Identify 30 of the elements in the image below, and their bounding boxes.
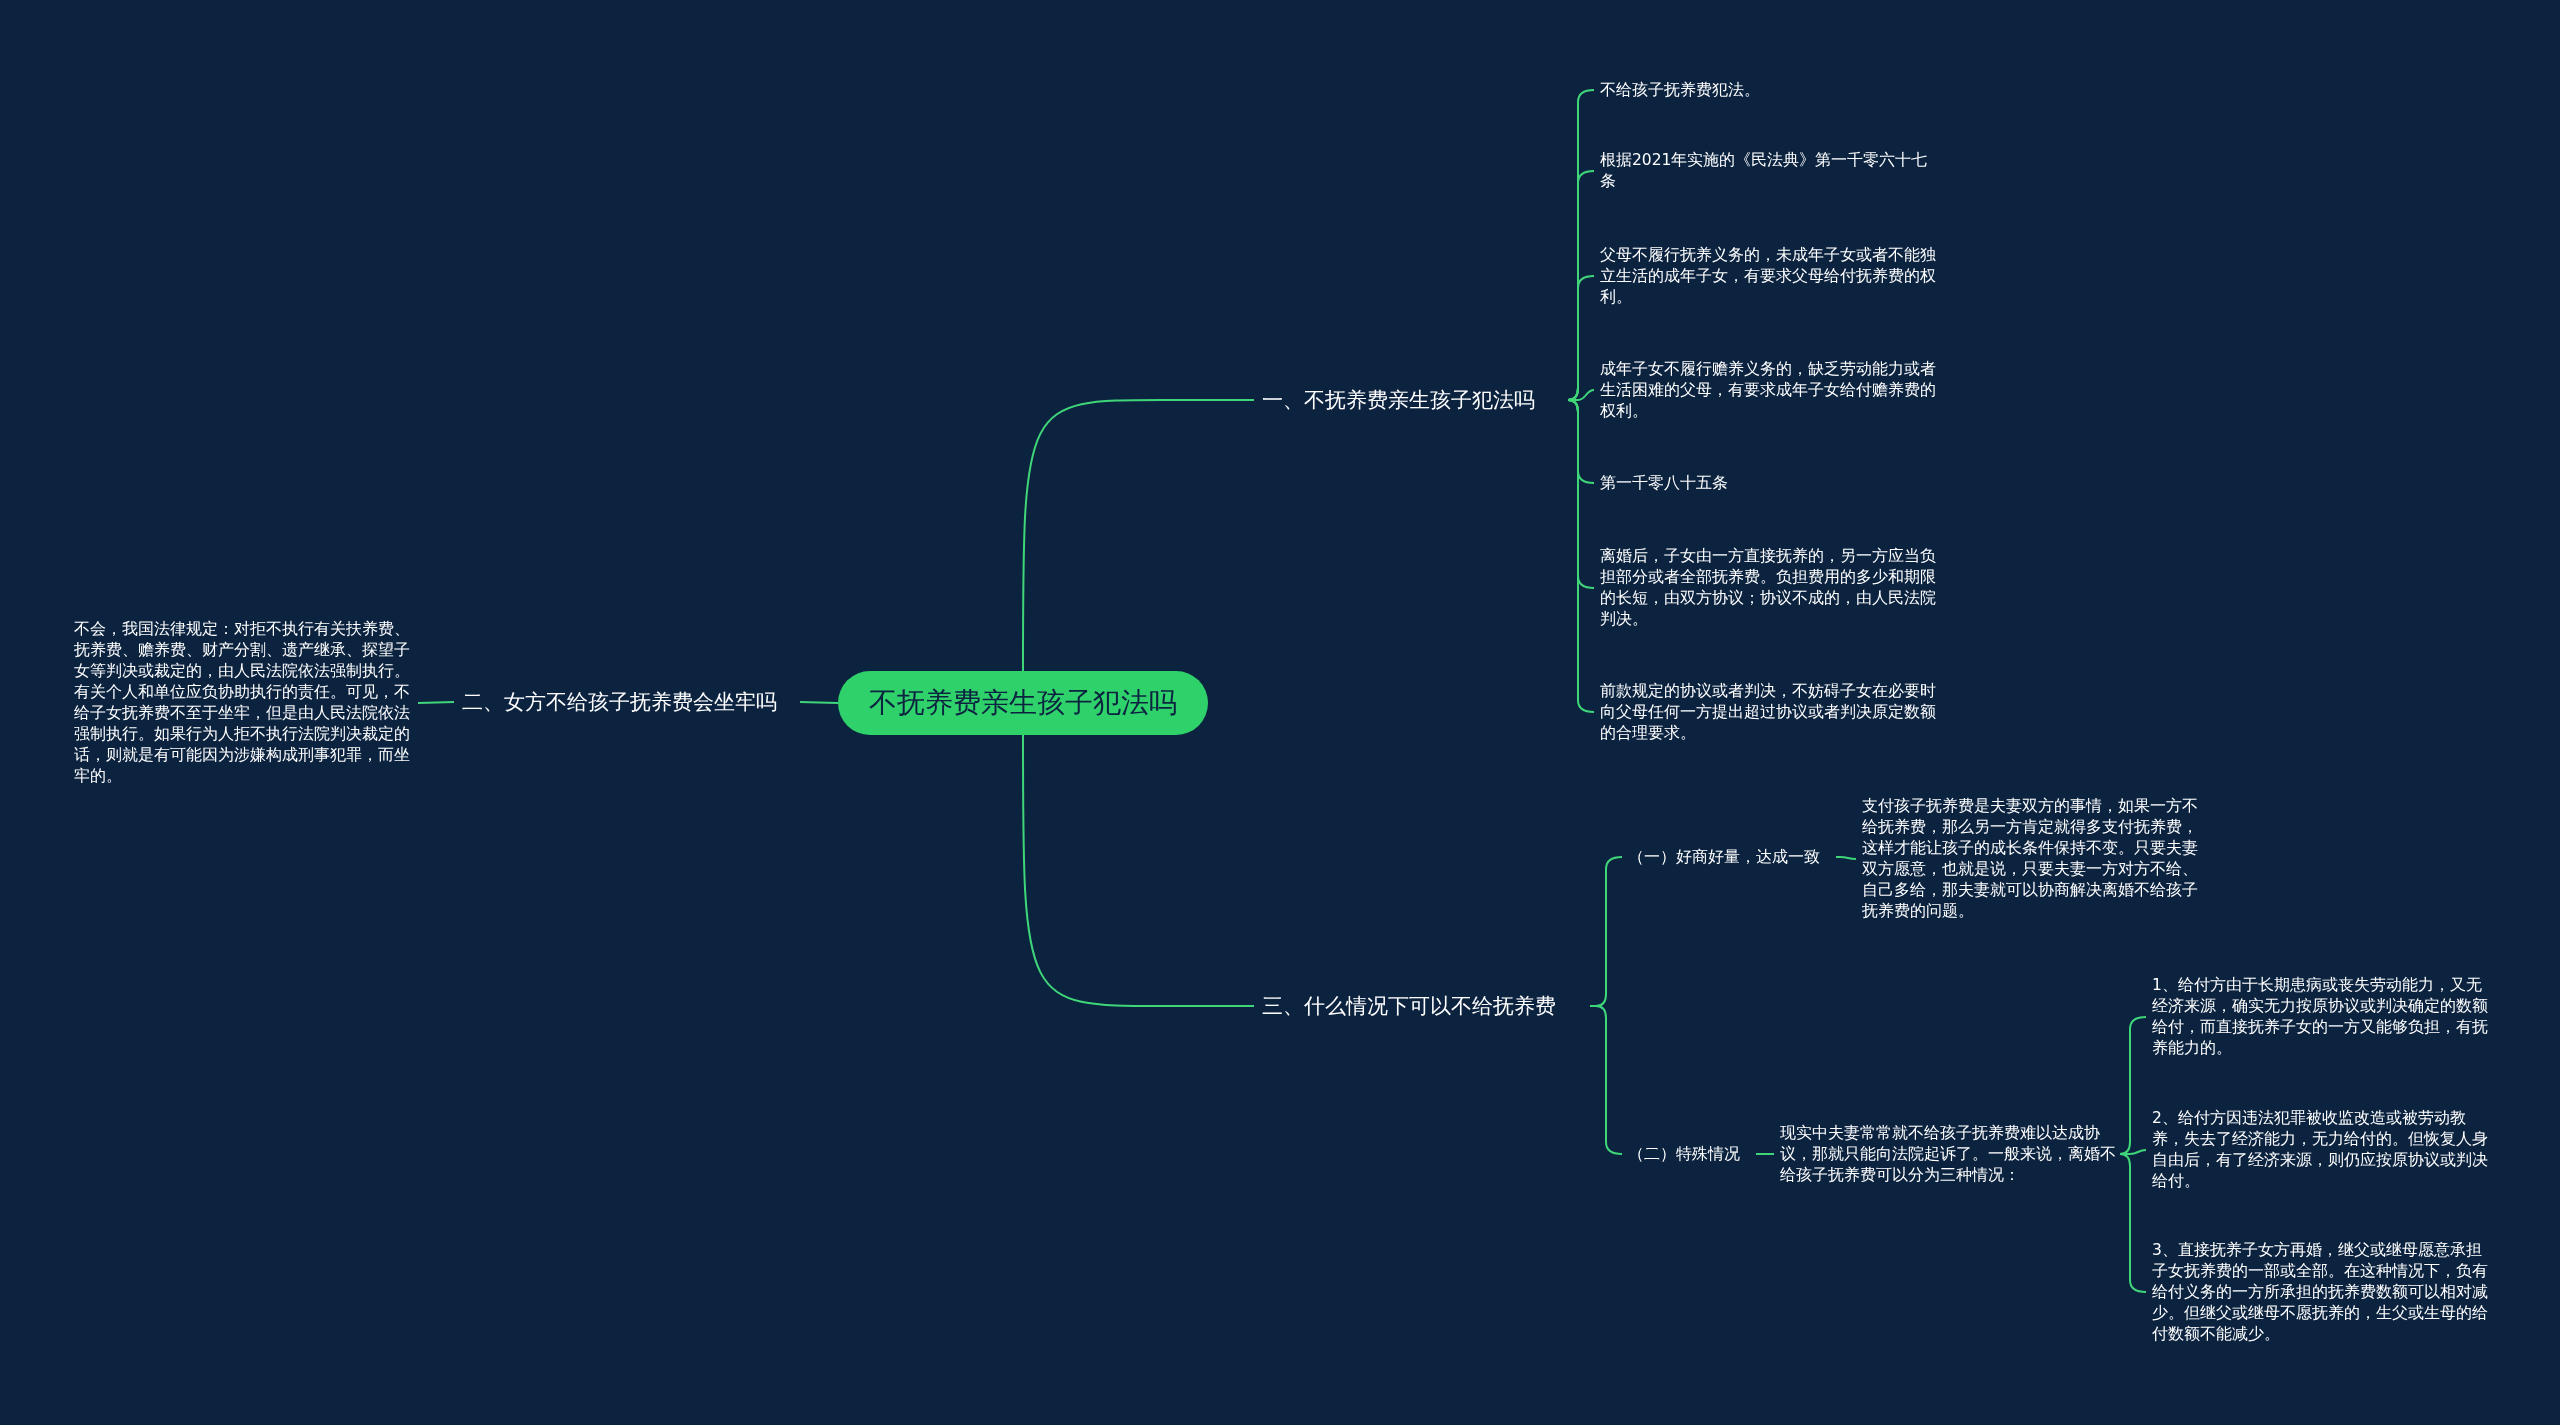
central-topic: 不抚养费亲生孩子犯法吗 (838, 671, 1208, 735)
branch-line (2119, 1153, 2147, 1293)
branch-line (2127, 1149, 2147, 1155)
branch-line (1755, 1153, 1775, 1155)
branch-line (1835, 856, 1857, 860)
subtopic: （一）好商好量，达成一致 (1628, 845, 1828, 869)
branch-line (799, 701, 839, 704)
note-text: 成年子女不履行赡养义务的，缺乏劳动能力或者生活困难的父母，有要求成年子女给付赡养费的权利。 (1600, 358, 1940, 422)
branch-line (1567, 399, 1595, 713)
branch-line (1022, 399, 1255, 672)
note-text: 第一千零八十五条 (1600, 472, 1940, 494)
note-text: 父母不履行抚养义务的，未成年子女或者不能独立生活的成年子女，有要求父母给付抚养费的权利。 (1600, 244, 1940, 308)
note-text: 2、给付方因违法犯罪被收监改造或被劳动教养，失去了经济能力，无力给付的。但恢复人身自由后，有了经济来源，则仍应按原协议或判决给付。 (2152, 1108, 2492, 1192)
note-text: 1、给付方由于长期患病或丧失劳动能力，又无经济来源，确实无力按原协议或判决确定的数额给付，而直接抚养子女的一方又能够负担，有抚养能力的。 (2152, 975, 2492, 1059)
note-text: 不会，我国法律规定：对拒不执行有关扶养费、抚养费、赡养费、财产分割、遗产继承、探望子女等判决或裁定的，由人民法院依法强制执行。有关个人和单位应负协助执行的责任。可见，不给子女抚养费不至于坐牢，但是由人民法院依法强制执行。如果行为人拒不执行法院判决裁定的话，则就是有可能因为涉嫌构成刑事犯罪，而坐牢的。 (74, 619, 410, 787)
note-text: 现实中夫妻常常就不给孩子抚养费难以达成协议，那就只能向法院起诉了。一般来说，离婚不给孩子抚养费可以分为三种情况： (1780, 1122, 2120, 1186)
note-text: 3、直接抚养子女方再婚，继父或继母愿意承担子女抚养费的一部或全部。在这种情况下，负有给付义务的一方所承担的抚养费数额可以相对减少。但继父或继母不愿抚养的，生父或生母的给付数额不能减少。 (2152, 1239, 2492, 1345)
branch-line (1589, 1005, 1623, 1155)
note-text: 支付孩子抚养费是夫妻双方的事情，如果一方不给抚养费，那么另一方肯定就得多支付抚养费，这样才能让孩子的成长条件保持不变。只要夫妻双方愿意，也就是说，只要夫妻一方对方不给、自己多给，那夫妻就可以协商解决离婚不给孩子抚养费的问题。 (1862, 796, 2200, 922)
subtopic: （二）特殊情况 (1628, 1142, 1748, 1166)
branch-line (417, 701, 455, 704)
note-text: 不给孩子抚养费犯法。 (1600, 79, 1940, 101)
note-text: 离婚后，子女由一方直接抚养的，另一方应当负担部分或者全部抚养费。负担费用的多少和期限的长短，由双方协议；协议不成的，由人民法院判决。 (1600, 546, 1940, 630)
branch-line (1569, 389, 1595, 401)
branch-line (1022, 734, 1255, 1007)
branch-topic: 一、不抚养费亲生孩子犯法吗 (1262, 385, 1562, 415)
note-text: 前款规定的协议或者判决，不妨碍子女在必要时向父母任何一方提出超过协议或者判决原定数额的合理要求。 (1600, 680, 1940, 744)
note-text: 根据2021年实施的《民法典》第一千零六十七条 (1600, 150, 1940, 192)
branch-topic: 三、什么情况下可以不给抚养费 (1262, 991, 1582, 1021)
branch-topic: 二、女方不给孩子抚养费会坐牢吗 (462, 687, 792, 717)
